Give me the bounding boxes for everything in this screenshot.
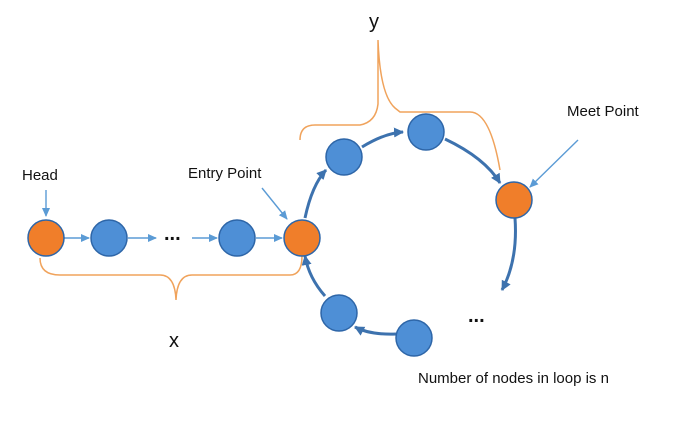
brace-x (39, 255, 303, 301)
loop-arc-loop1-to-loop2 (361, 127, 404, 149)
node-entry (283, 219, 321, 257)
loop-caption: Number of nodes in loop is n (418, 370, 609, 387)
loop-arc-meet-to-dots (500, 217, 517, 291)
arrow-entry-label-pointer (261, 187, 288, 220)
label-entry-point: Entry Point (188, 165, 262, 182)
loop-arc-entry-to-loop1 (303, 168, 328, 219)
label-meet-point: Meet Point (567, 103, 640, 120)
label-head: Head (22, 167, 58, 184)
arrow-meet-label-pointer (529, 139, 579, 188)
node-head (27, 219, 65, 257)
loop-ring (301, 127, 517, 336)
loop-arc-loop3-to-loop4 (354, 325, 397, 336)
node-meet (495, 181, 533, 219)
node-loop-4 (320, 294, 358, 332)
loop-arc-loop2-to-meet (444, 137, 502, 184)
label-y: y (369, 11, 379, 33)
node-list-2 (218, 219, 256, 257)
label-x: x (169, 330, 179, 352)
ellipsis-list: ... (164, 223, 181, 245)
node-loop-2 (407, 113, 445, 151)
nodes (27, 113, 533, 357)
node-loop-3 (395, 319, 433, 357)
brace-y (299, 39, 501, 171)
node-list-1 (90, 219, 128, 257)
loop-arc-loop4-to-entry (301, 255, 327, 297)
node-loop-1 (325, 138, 363, 176)
ellipsis-loop: ... (468, 305, 485, 327)
